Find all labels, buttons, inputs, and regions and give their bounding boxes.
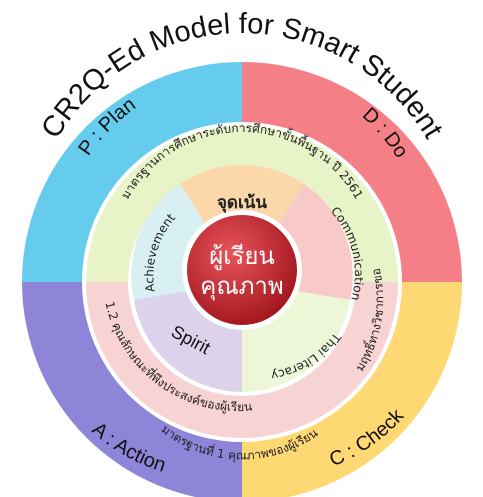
focus-heading: จุดเน้น <box>217 193 267 213</box>
center-circle <box>187 215 297 325</box>
center-line2: คุณภาพ <box>200 272 283 301</box>
center-line1: ผู้เรียน <box>209 242 275 271</box>
